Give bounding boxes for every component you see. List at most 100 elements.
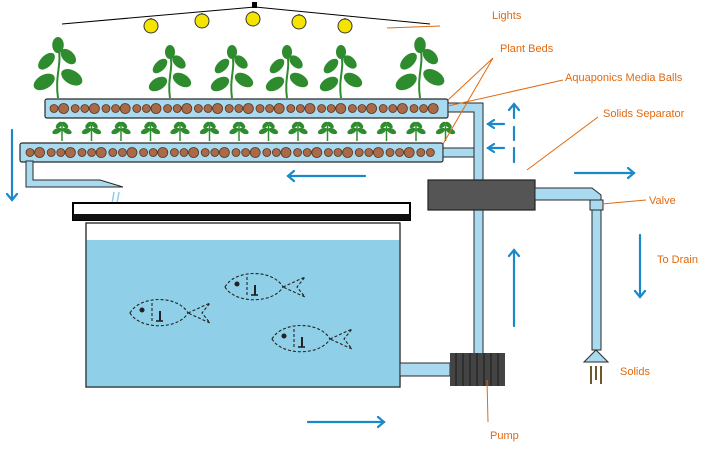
plant-icon xyxy=(148,45,192,99)
seedling-icon xyxy=(317,121,338,141)
media-ball xyxy=(403,147,415,158)
media-ball xyxy=(65,147,76,158)
pump xyxy=(450,353,505,386)
top-media-balls xyxy=(49,103,439,114)
media-ball xyxy=(101,104,111,113)
media-ball xyxy=(118,148,127,157)
seedling-icon xyxy=(81,121,102,141)
fish-icon xyxy=(271,325,353,353)
plant-icon xyxy=(265,45,309,99)
media-ball xyxy=(286,104,296,113)
plant-icon xyxy=(319,45,363,99)
light-bulb-icon xyxy=(194,13,210,29)
seedling-icon xyxy=(435,121,456,141)
plant-icon xyxy=(33,37,83,99)
media-ball xyxy=(80,104,90,113)
fish-group xyxy=(129,273,353,353)
seedling-icon xyxy=(406,121,426,141)
light-bulbs xyxy=(143,11,353,34)
pump-riser-pipe xyxy=(473,204,484,356)
light-bulb-icon xyxy=(143,18,159,34)
media-ball xyxy=(108,148,118,157)
label-plant-beds: Plant Beds xyxy=(500,43,554,55)
tank-lid-rim xyxy=(73,214,410,220)
drain-pipe xyxy=(534,187,602,351)
media-ball xyxy=(280,147,292,158)
media-ball xyxy=(163,104,173,113)
media-ball xyxy=(95,147,107,158)
light-bulb-icon xyxy=(291,14,307,30)
tank-outlet-pipe xyxy=(399,362,451,377)
solids-separator xyxy=(427,179,536,211)
flow-arrow-icon xyxy=(507,102,521,120)
media-ball xyxy=(132,104,142,113)
label-pump: Pump xyxy=(490,430,519,442)
media-ball xyxy=(139,148,149,157)
media-ball xyxy=(302,148,312,157)
media-ball xyxy=(293,148,303,157)
media-ball xyxy=(323,148,333,157)
seedling-icon xyxy=(376,121,397,141)
media-ball xyxy=(77,148,87,157)
media-ball xyxy=(25,148,35,157)
media-ball xyxy=(317,104,327,113)
seedling-icon xyxy=(288,121,308,141)
media-ball xyxy=(181,103,193,114)
top-plant-row xyxy=(33,37,445,99)
media-ball xyxy=(354,148,364,157)
fish-icon xyxy=(129,299,211,327)
media-ball xyxy=(249,147,261,158)
media-ball xyxy=(342,147,354,158)
seedling-icon xyxy=(199,121,220,141)
media-ball xyxy=(231,148,241,157)
media-ball xyxy=(49,104,59,113)
solids-drips xyxy=(590,366,602,384)
media-ball xyxy=(241,148,251,157)
media-ball xyxy=(111,104,120,113)
media-ball xyxy=(126,147,138,158)
media-ball xyxy=(265,104,275,113)
media-ball xyxy=(427,103,439,114)
media-ball xyxy=(364,148,374,157)
media-ball xyxy=(58,103,69,114)
media-ball xyxy=(395,148,405,157)
seedling-icon xyxy=(140,121,161,141)
flow-arrow-icon xyxy=(486,142,506,154)
media-ball xyxy=(224,104,234,113)
flow-arrow-icon xyxy=(306,415,386,429)
tank-outline xyxy=(85,222,401,388)
media-ball xyxy=(388,104,398,113)
flow-arrow-icon xyxy=(486,118,506,130)
media-ball xyxy=(372,147,384,158)
plant-icon xyxy=(210,45,254,99)
media-ball xyxy=(46,148,56,157)
fish-icon xyxy=(224,273,306,301)
label-solids-separator: Solids Separator xyxy=(603,108,685,120)
label-lights: Lights xyxy=(492,10,522,22)
media-ball xyxy=(335,103,347,114)
seedling-icon xyxy=(170,121,190,141)
flow-arrow-icon xyxy=(5,128,19,202)
cable-hook xyxy=(252,2,257,8)
flow-arrow-icon xyxy=(507,248,521,328)
media-ball xyxy=(304,103,316,114)
media-ball xyxy=(311,147,323,158)
media-ball xyxy=(234,104,244,113)
media-ball xyxy=(169,148,179,157)
media-ball xyxy=(378,104,388,113)
bed-feed-pipes xyxy=(442,102,484,184)
media-ball xyxy=(56,148,66,157)
seedling-icon xyxy=(229,121,249,141)
media-ball xyxy=(157,147,169,158)
media-ball xyxy=(200,148,210,157)
media-ball xyxy=(333,148,343,157)
media-ball xyxy=(212,103,224,114)
media-ball xyxy=(70,104,80,113)
plant-icon xyxy=(395,37,445,99)
flow-arrow-icon xyxy=(573,166,636,180)
flow-arrow-icon xyxy=(286,169,367,183)
media-ball xyxy=(179,148,189,157)
callout-lines xyxy=(386,25,647,423)
media-ball xyxy=(271,148,281,157)
seedling-icon xyxy=(258,121,279,141)
